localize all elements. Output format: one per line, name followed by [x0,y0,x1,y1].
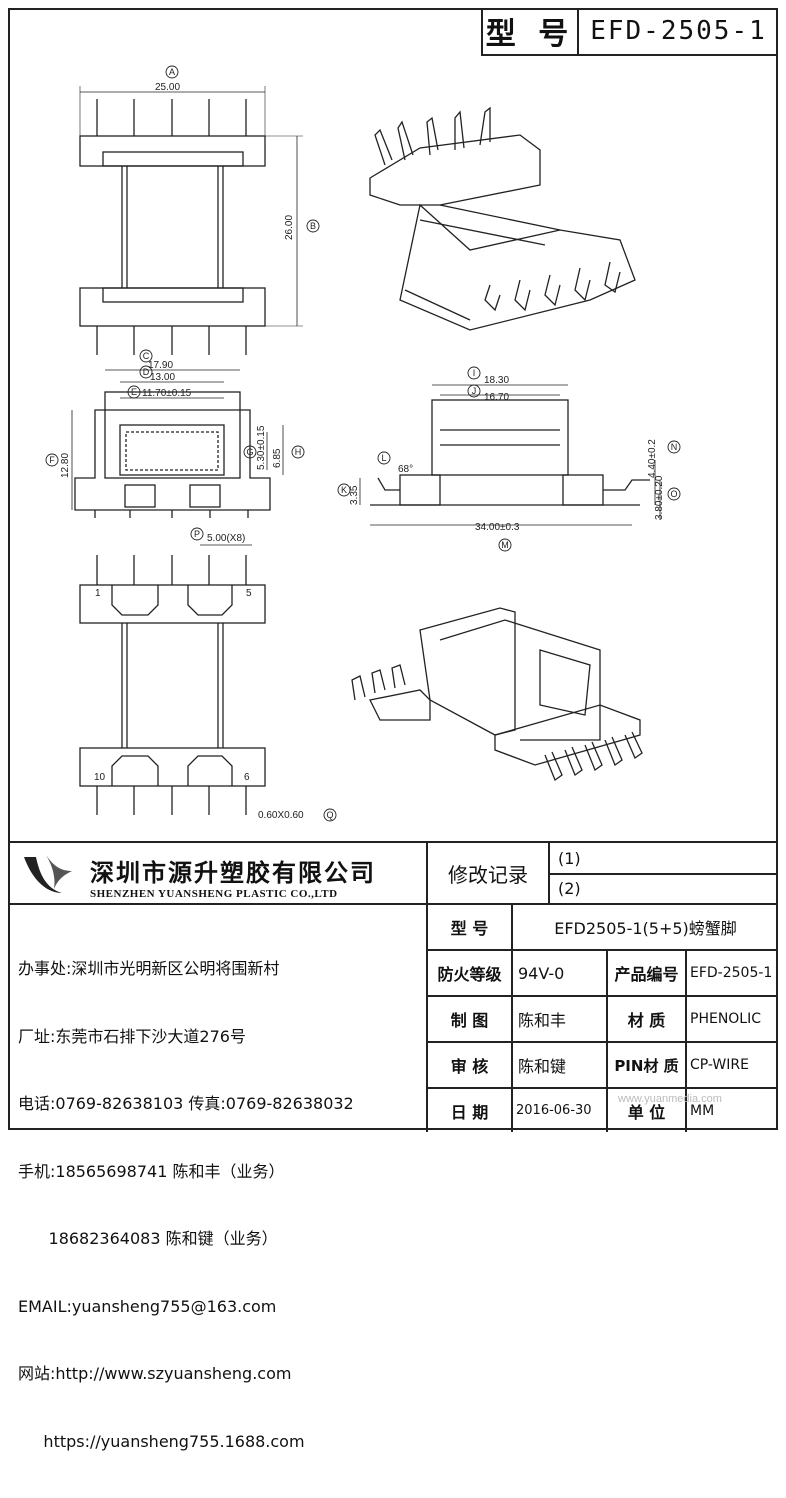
dim-E: 11.70±0.15 [142,388,192,399]
top-view [79,86,303,355]
dim-M: 34.00±0.3 [475,522,520,533]
dim-C: 17.90 [148,360,173,371]
company-name-en: SHENZHEN YUANSHENG PLASTIC CO.,LTD [90,888,338,900]
circle-label-M: M [501,540,509,550]
contact-1688: https://yuansheng755.1688.com [18,1431,305,1451]
contact-info: 办事处:深圳市光明新区公明将围新村 厂址:东莞市石排下沙大道276号 电话:07… [18,913,354,1498]
watermark: www.yuanmedia.com [618,1093,722,1105]
side-view [359,384,661,526]
technical-drawing: 25.00 26.00 17.90 13.00 11.70±0.15 12.80… [45,65,681,822]
fire-rating-value: 94V-0 [518,963,565,983]
pin-material-label: PIN材 质 [614,1056,679,1075]
circle-label-D: D [143,367,150,377]
checked-by-value: 陈和键 [518,1057,567,1076]
end-view [71,369,284,518]
circle-label-Q: Q [326,810,333,820]
fire-rating-label: 防火等级 [437,965,502,984]
dim-Q: 0.60X0.60 [258,810,304,821]
dim-O: 3.80±0.20 [654,475,665,520]
circle-label-H: H [295,447,302,457]
isometric-view-bottom [351,607,643,782]
revision-1: (1) [558,848,581,868]
pin-1-label: 1 [95,588,101,599]
dim-I: 18.30 [484,375,509,386]
pin-5-label: 5 [246,588,252,599]
date-label: 日 期 [450,1102,489,1122]
contact-mobile-1: 手机:18565698741 陈和丰（业务） [18,1161,285,1181]
circle-label-G: G [246,447,253,457]
bottom-view [79,544,266,815]
model-label: 型 号 [450,919,489,938]
circle-label-F: F [49,455,55,465]
dim-F: 12.80 [60,453,71,478]
contact-phone: 电话:0769-82638103 传真:0769-82638032 [18,1094,354,1113]
dim-D: 13.00 [150,372,175,383]
circle-label-J: J [472,386,477,396]
checked-by-label: 审 核 [450,1057,489,1076]
isometric-view-top [369,106,636,331]
circle-label-E: E [131,387,137,397]
dim-K: 3.35 [349,485,360,505]
dim-J: 16.70 [484,392,509,403]
model-title-value: EFD-2505-1 [590,16,767,46]
contact-email: EMAIL:yuansheng755@163.com [18,1296,277,1316]
dim-G: 5.30±0.15 [256,425,267,470]
revision-label: 修改记录 [448,862,528,887]
circle-label-A: A [169,67,175,77]
material-value: PHENOLIC [690,1011,762,1027]
drawn-by-value: 陈和丰 [518,1011,567,1030]
dim-H: 6.85 [272,448,283,468]
dim-A: 25.00 [155,82,180,93]
drawing-sheet [8,8,778,1130]
contact-mobile-2: 18682364083 陈和键（业务） [18,1229,278,1248]
unit-label: 单 位 [627,1102,666,1122]
company-logo-icon [24,855,72,893]
circle-label-B: B [310,221,316,231]
circle-label-O: O [670,489,677,499]
circle-label-L: L [381,453,386,463]
drawn-by-label: 制 图 [450,1011,489,1030]
title-block-bottom: 深圳市源升塑胶有限公司 SHENZHEN YUANSHENG PLASTIC C… [8,841,778,1451]
dim-N: 4.40±0.2 [647,439,658,478]
contact-office: 办事处:深圳市光明新区公明将围新村 [18,959,280,978]
model-title-label: 型 号 [483,8,579,54]
circle-label-N: N [671,442,678,452]
product-no-label: 产品编号 [614,965,679,984]
dim-angle: 68° [398,464,413,475]
contact-factory: 厂址:东莞市石排下沙大道276号 [18,1026,246,1046]
unit-value: MM [690,1102,715,1119]
date-value: 2016-06-30 [516,1103,592,1118]
contact-website: 网站:http://www.szyuansheng.com [18,1364,292,1383]
pin-10-label: 10 [94,772,106,783]
spec-table: 修改记录 (1) (2) 型 号 EFD2505-1(5+5)螃蟹脚 防火等级 … [426,843,778,1132]
pin-6-label: 6 [244,772,250,783]
pin-material-value: CP-WIRE [690,1057,749,1073]
circle-label-C: C [143,351,150,361]
material-label: 材 质 [627,1011,666,1030]
revision-2: (2) [558,879,581,898]
dim-P: 5.00(X8) [207,533,245,544]
dim-B: 26.00 [284,215,295,240]
title-block: 型 号 EFD-2505-1 [481,8,778,56]
product-no-value: EFD-2505-1 [690,965,773,981]
circle-label-K: K [341,485,347,495]
circle-label-P: P [194,529,200,539]
circle-label-I: I [473,368,476,378]
company-header: 深圳市源升塑胶有限公司 SHENZHEN YUANSHENG PLASTIC C… [8,843,426,905]
model-value: EFD2505-1(5+5)螃蟹脚 [554,919,737,938]
company-name-cn: 深圳市源升塑胶有限公司 [90,859,376,887]
